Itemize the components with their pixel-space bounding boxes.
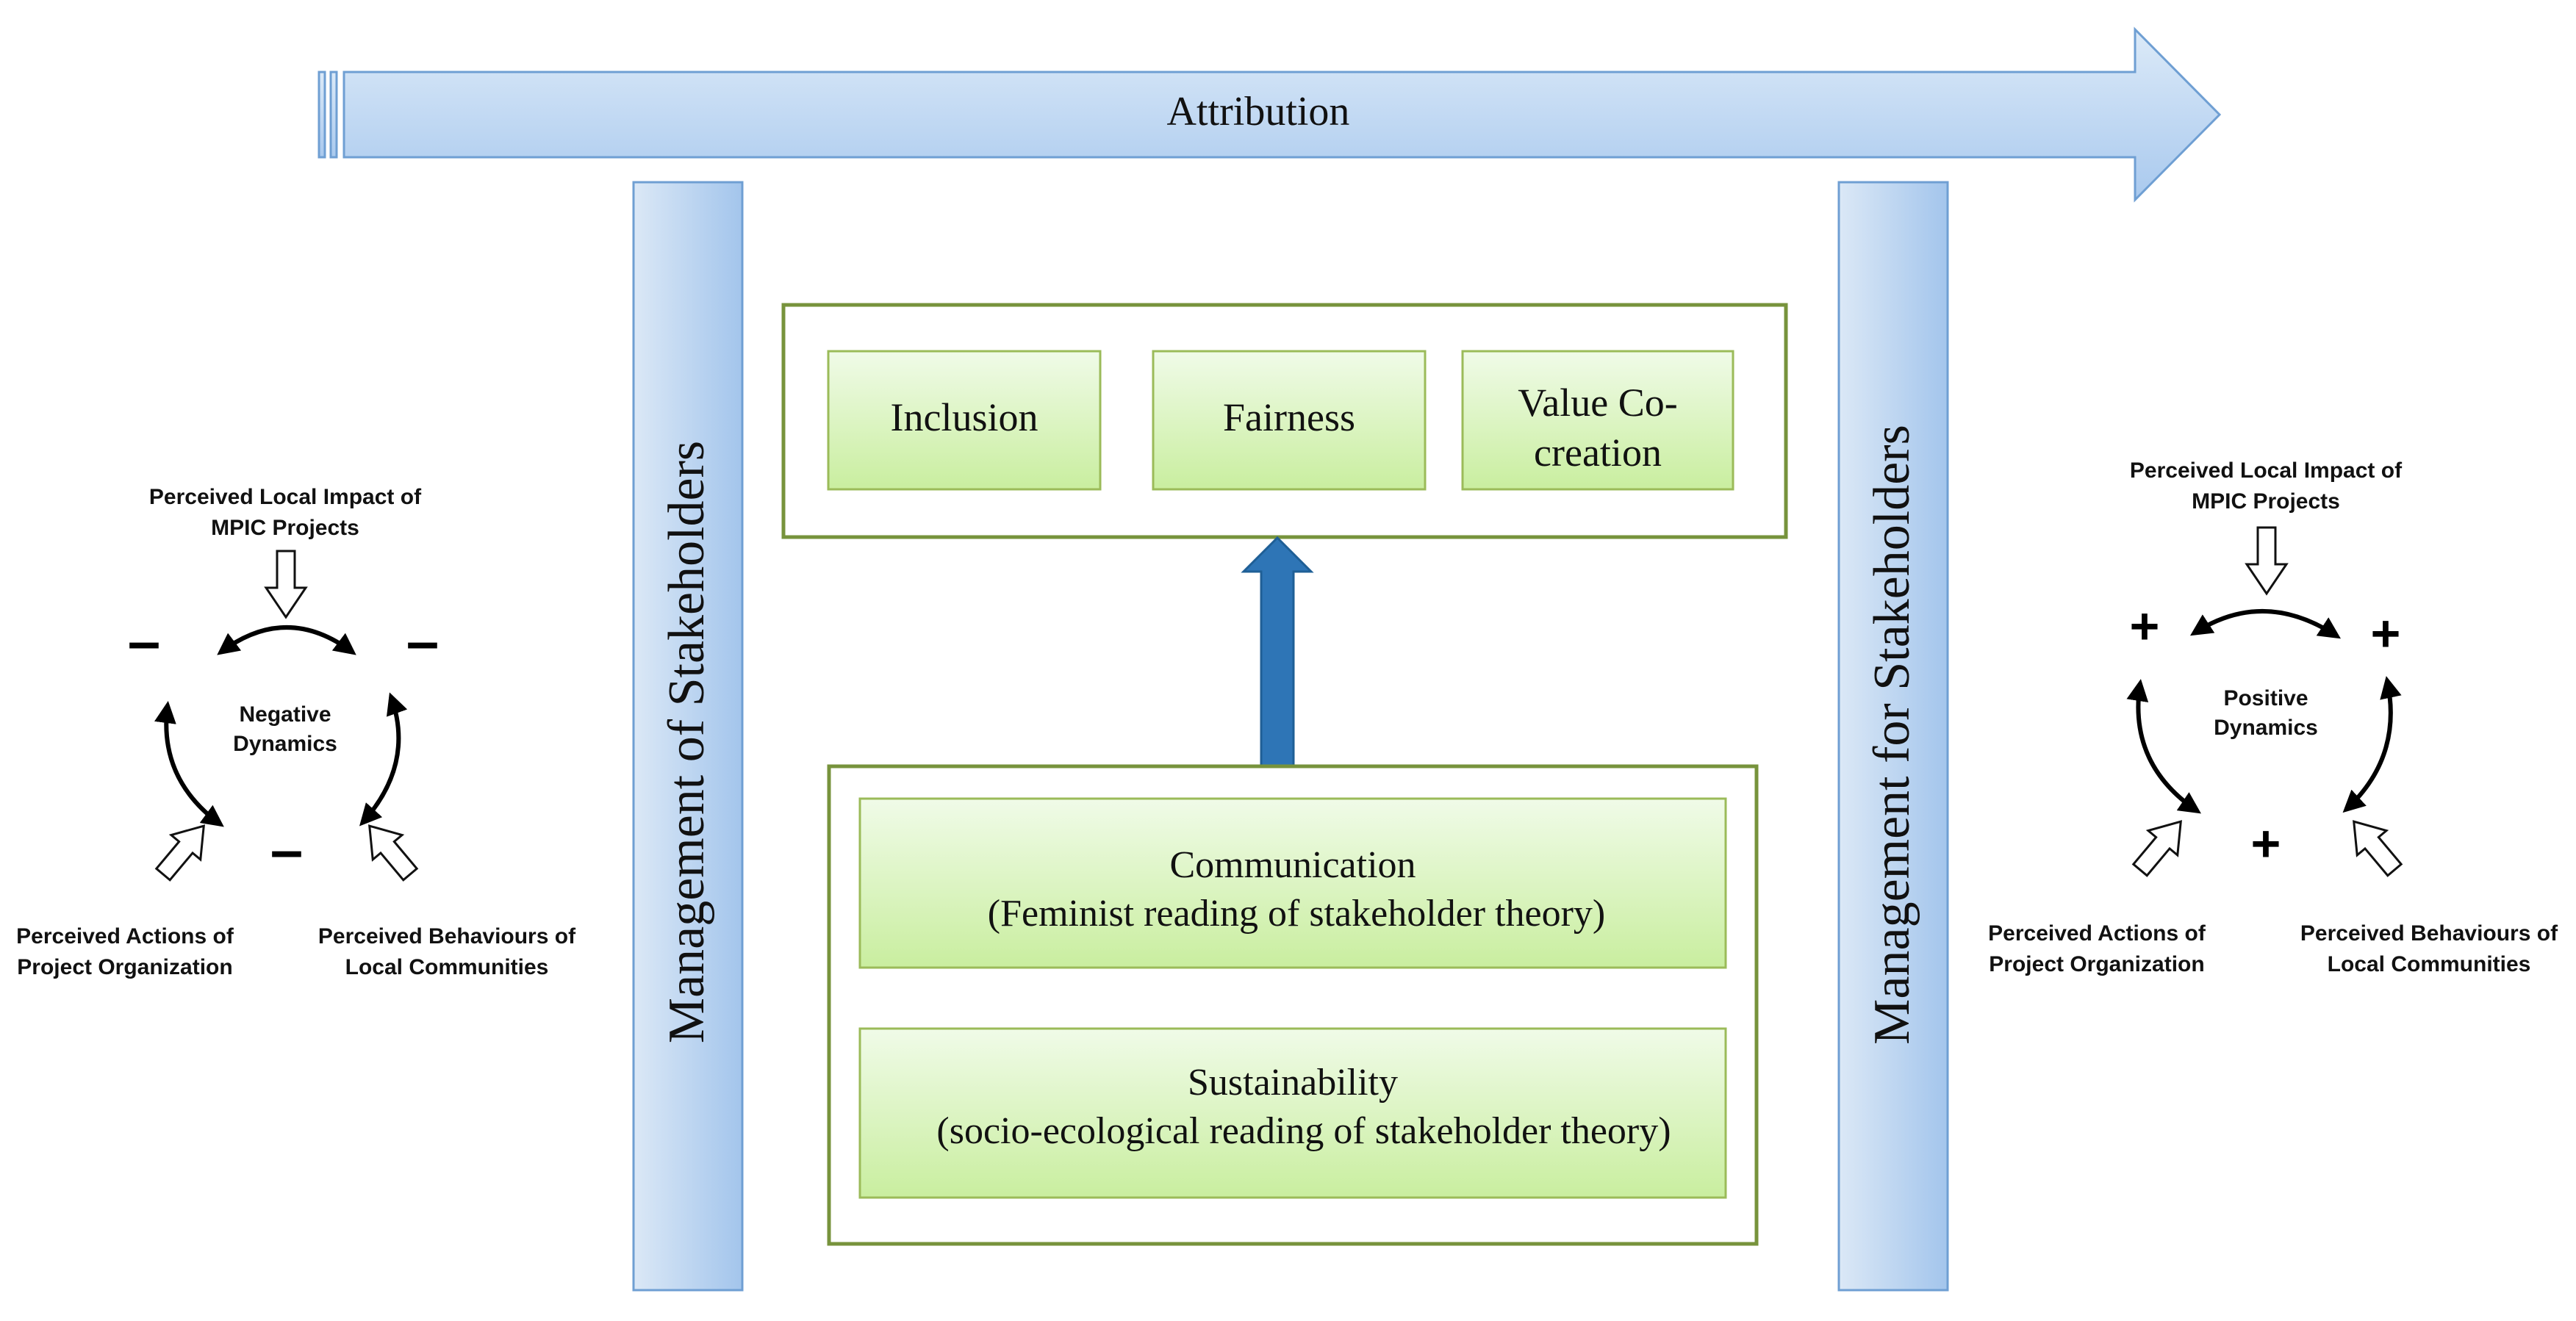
pos-sign-bottom: + [2251, 815, 2281, 872]
pos-center-label-line1: Positive [2223, 686, 2308, 710]
pos-top-input-arrow [2245, 526, 2289, 596]
neg-center-label-line2: Dynamics [233, 732, 337, 756]
communication-title: Communication [1169, 844, 1416, 886]
neg-sign-bottom: – [270, 817, 304, 882]
neg-center-label-line1: Negative [239, 702, 331, 727]
pos-right-input-arrow [2353, 820, 2403, 877]
pos-top-label-line1: Perceived Local Impact of [2130, 458, 2403, 483]
pos-right-label-line2: Local Communities [2328, 952, 2531, 976]
sustainability-subtitle: (socio-ecological reading of stakeholder… [936, 1110, 1671, 1152]
neg-left-label-line2: Project Organization [17, 955, 232, 979]
value-inclusion: Inclusion [827, 350, 1102, 491]
pos-left-label-line2: Project Organization [1989, 952, 2204, 976]
value-co-creation: Value Co- creation [1461, 350, 1734, 491]
attribution-label: Attribution [1167, 89, 1350, 134]
attribution-arrow-shape [342, 26, 2222, 203]
neg-top-label-line1: Perceived Local Impact of [149, 485, 422, 509]
up-arrow [1241, 536, 1314, 769]
pillar-left: Management of Stakeholders [632, 181, 744, 1292]
value-fairness: Fairness [1152, 350, 1427, 491]
neg-left-label-line1: Perceived Actions of [16, 924, 234, 949]
neg-left-loop-arrow [154, 701, 224, 827]
positive-dynamics-loop: Perceived Local Impact of MPIC Projects … [1988, 458, 2558, 976]
value-co-creation-line2: creation [1534, 431, 1662, 475]
values-box: Inclusion Fairness Value Co- creation [781, 303, 1788, 539]
value-inclusion-label: Inclusion [891, 395, 1038, 439]
pos-sign-left: + [2130, 597, 2160, 655]
value-fairness-label: Fairness [1223, 395, 1355, 439]
neg-top-input-arrow [264, 550, 308, 619]
pillar-left-label: Management of Stakeholders [659, 441, 715, 1043]
pillar-right: Management for Stakeholders [1837, 181, 1949, 1292]
pos-right-loop-arrow [2342, 676, 2402, 813]
pos-top-label-line2: MPIC Projects [2192, 489, 2340, 514]
neg-right-loop-arrow [359, 692, 408, 827]
foundation-sustainability: Sustainability (socio-ecological reading… [858, 1027, 1727, 1199]
pos-right-label-line1: Perceived Behaviours of [2300, 921, 2558, 946]
neg-right-label-line1: Perceived Behaviours of [318, 924, 576, 949]
negative-dynamics-loop: Perceived Local Impact of MPIC Projects … [16, 485, 576, 979]
attribution-banner: Attribution [317, 26, 2222, 203]
communication-subtitle: (Feminist reading of stakeholder theory) [988, 893, 1605, 935]
value-co-creation-line1: Value Co- [1518, 381, 1677, 425]
neg-top-loop-arrow [217, 625, 356, 655]
neg-right-label-line2: Local Communities [345, 955, 549, 979]
pos-left-loop-arrow [2126, 679, 2201, 814]
pos-center-label-line2: Dynamics [2214, 716, 2318, 740]
foundations-box: Communication (Feminist reading of stake… [827, 764, 1759, 1246]
neg-top-label-line2: MPIC Projects [211, 516, 359, 540]
pos-left-input-arrow [2131, 820, 2182, 877]
pos-left-label-line1: Perceived Actions of [1988, 921, 2206, 946]
pos-top-loop-arrow [2189, 609, 2342, 639]
neg-left-input-arrow [154, 824, 205, 882]
neg-right-input-arrow [368, 824, 419, 882]
foundation-communication: Communication (Feminist reading of stake… [858, 797, 1727, 969]
neg-sign-right: – [406, 608, 440, 674]
pillar-right-label: Management for Stakeholders [1864, 425, 1920, 1045]
sustainability-title: Sustainability [1188, 1062, 1398, 1104]
neg-sign-left: – [128, 608, 161, 674]
pos-sign-right: + [2371, 605, 2401, 662]
